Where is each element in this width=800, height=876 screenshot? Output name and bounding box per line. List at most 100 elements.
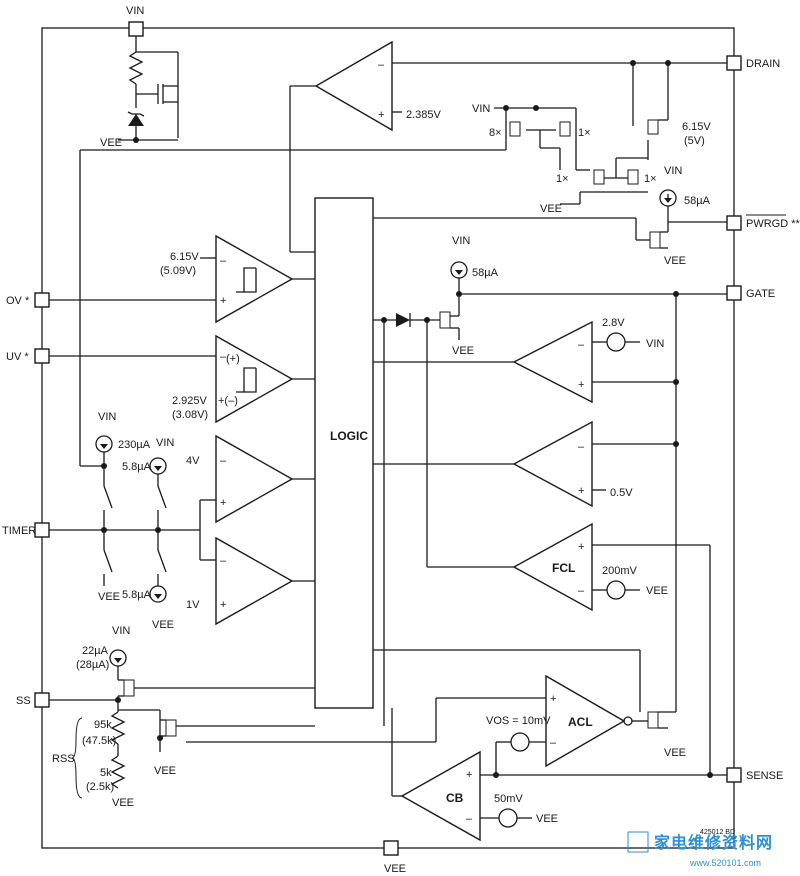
svg-text:RSS: RSS (52, 753, 75, 765)
svg-text:VEE: VEE (452, 345, 474, 357)
svg-text:–: – (578, 441, 585, 453)
vin-clamp: VEE (100, 36, 179, 149)
svg-text:VEE: VEE (152, 619, 174, 631)
svg-text:–: – (220, 351, 227, 363)
svg-text:VEE: VEE (384, 863, 406, 875)
svg-text:–: – (578, 585, 585, 597)
svg-text:(28µA): (28µA) (76, 659, 109, 671)
svg-text:0.5V: 0.5V (610, 487, 633, 499)
soft-start: VIN 22µA (28µA) VEE 95k (47.5k) 5k (2.5k… (49, 625, 315, 809)
svg-text:(47.5k): (47.5k) (82, 735, 116, 747)
svg-text:5.8µA: 5.8µA (122, 461, 152, 473)
svg-text:–: – (220, 555, 227, 567)
svg-text:–: – (220, 255, 227, 267)
svg-text:(+): (+) (226, 353, 240, 365)
svg-text:VIN: VIN (664, 165, 682, 177)
amp-gate-2v8: – + 2.8V VIN (373, 317, 679, 404)
pin-drain: DRAIN (726, 55, 780, 71)
amp-fcl: FCL + – 200mV VEE (426, 320, 711, 775)
pin-vin: VIN (126, 5, 144, 37)
svg-text:(3.08V): (3.08V) (172, 409, 208, 421)
svg-text:1V: 1V (186, 599, 200, 611)
comparator-timer-1v: – + 1V (186, 536, 315, 626)
svg-text:VEE: VEE (664, 747, 686, 759)
svg-text:VIN: VIN (646, 338, 664, 350)
svg-text:1×: 1× (578, 127, 591, 139)
svg-text:(2.5k): (2.5k) (86, 781, 114, 793)
svg-text:425012 BD: 425012 BD (700, 829, 735, 836)
svg-text:1×: 1× (644, 173, 657, 185)
svg-text:VEE: VEE (112, 797, 134, 809)
svg-text:2.8V: 2.8V (602, 317, 625, 329)
pin-gate: GATE (726, 285, 775, 301)
svg-text:230µA: 230µA (118, 439, 151, 451)
svg-text:VEE: VEE (98, 591, 120, 603)
svg-text:+(–): +(–) (218, 395, 238, 407)
svg-text:–: – (550, 737, 557, 749)
svg-text:VIN: VIN (156, 437, 174, 449)
svg-text:200mV: 200mV (602, 565, 638, 577)
svg-text:+: + (378, 109, 384, 121)
svg-text:+: + (220, 295, 226, 307)
svg-text:VIN: VIN (98, 411, 116, 423)
svg-text:6.15V: 6.15V (170, 251, 199, 263)
svg-text:+: + (578, 379, 584, 391)
svg-text:PWRGD **: PWRGD ** (746, 218, 800, 230)
svg-text:www.520101.com: www.520101.com (689, 858, 761, 868)
svg-text:ACL: ACL (568, 715, 593, 729)
svg-text:22µA: 22µA (82, 645, 109, 657)
comparator-ov: – + 6.15V (5.09V) (49, 234, 315, 324)
pwrgd-driver: VIN 58µA VEE (373, 165, 727, 267)
svg-text:5.8µA: 5.8µA (122, 589, 152, 601)
svg-text:VEE: VEE (100, 137, 122, 149)
comparator-drain: – + 2.385V (289, 40, 727, 253)
svg-text:+: + (578, 485, 584, 497)
svg-text:VIN: VIN (452, 235, 470, 247)
svg-text:TIMER: TIMER (2, 525, 36, 537)
svg-text:+: + (220, 497, 226, 509)
svg-text:VEE: VEE (154, 765, 176, 777)
svg-text:–: – (378, 59, 385, 71)
svg-text:UV *: UV * (6, 351, 29, 363)
pin-uv: UV * (6, 348, 50, 364)
comparator-timer-4v: – + 4V (186, 434, 315, 524)
svg-text:CB: CB (446, 791, 464, 805)
current-mirror: VIN 8× 1× 1× 1× VEE 6.15V (80, 60, 711, 215)
svg-text:(5.09V): (5.09V) (160, 265, 196, 277)
gate-driver: VIN 58µA VEE (373, 235, 727, 357)
svg-text:–: – (220, 455, 227, 467)
svg-text:DRAIN: DRAIN (746, 58, 780, 70)
svg-text:58µA: 58µA (684, 195, 711, 207)
svg-text:4V: 4V (186, 455, 200, 467)
svg-text:VIN: VIN (126, 5, 144, 17)
comparator-cb: CB + – 50mV VEE (391, 708, 558, 842)
svg-text:VEE: VEE (540, 203, 562, 215)
svg-text:1×: 1× (556, 173, 569, 185)
svg-text:VEE: VEE (664, 255, 686, 267)
svg-text:+: + (550, 693, 556, 705)
pin-pwrgd: PWRGD ** (726, 214, 800, 231)
svg-text:VIN: VIN (472, 103, 490, 115)
svg-text:6.15V: 6.15V (682, 121, 711, 133)
svg-text:2.385V: 2.385V (406, 109, 442, 121)
svg-text:家电维修资料网: 家电维修资料网 (654, 833, 773, 852)
pin-timer: TIMER (2, 522, 50, 538)
timer-block: VIN 230µA VIN 5.8µA VEE 5.8µA VEE (49, 150, 216, 631)
svg-text:SS: SS (16, 695, 31, 707)
svg-text:58µA: 58µA (472, 267, 499, 279)
svg-text:OV *: OV * (6, 295, 30, 307)
svg-text:+: + (466, 769, 472, 781)
comparator-uv: – (+) +(–) 2.925V (3.08V) (49, 334, 315, 424)
pin-ov: OV * (6, 292, 50, 308)
svg-text:5k: 5k (100, 767, 112, 779)
svg-text:–: – (578, 339, 585, 351)
svg-text:VEE: VEE (536, 813, 558, 825)
amp-gate-0v5: – + 0.5V (373, 420, 679, 508)
svg-text:+: + (578, 541, 584, 553)
svg-text:50mV: 50mV (494, 793, 523, 805)
svg-text:VOS = 10mV: VOS = 10mV (486, 715, 551, 727)
svg-text:+: + (220, 599, 226, 611)
pin-sense: SENSE (726, 767, 783, 783)
svg-text:2.925V: 2.925V (172, 395, 208, 407)
